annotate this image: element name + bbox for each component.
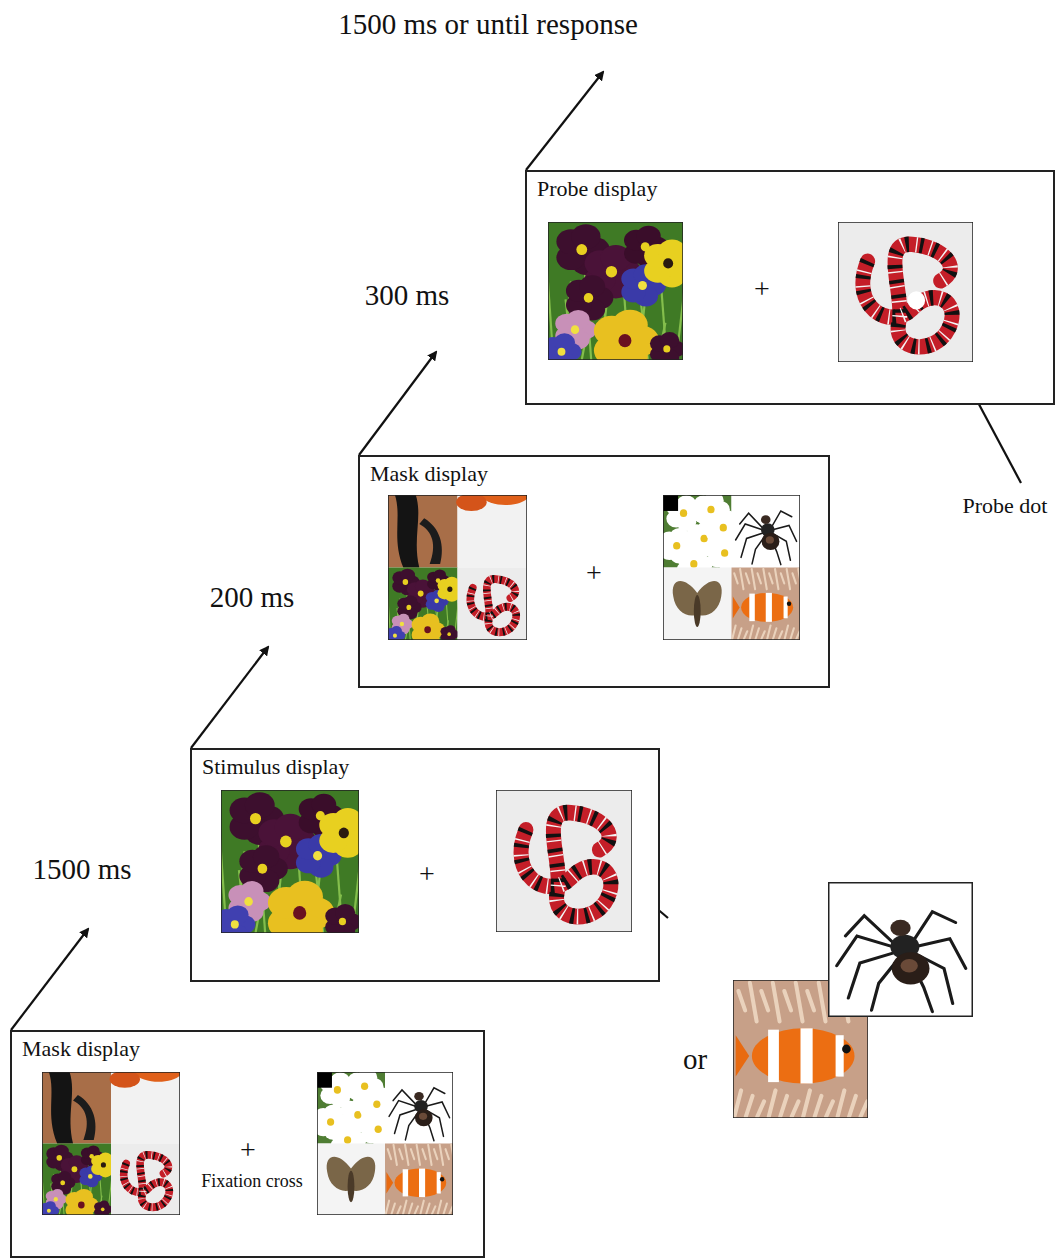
time-arrow (526, 72, 603, 170)
duration-label: 200 ms (210, 582, 295, 614)
spider-picture (828, 882, 973, 1017)
panel-title: Mask display (370, 462, 488, 486)
duration-label: 300 ms (365, 280, 450, 312)
fixation-cross: + (240, 1135, 256, 1166)
pansy-picture (548, 222, 683, 360)
mask2-picture (317, 1072, 453, 1215)
mask1-picture (388, 495, 527, 640)
display-panel: Probe display + (525, 170, 1055, 405)
fixation-label: Fixation cross (201, 1172, 303, 1192)
callout-label: Probe dot (963, 494, 1048, 518)
mask2-picture (663, 495, 800, 640)
panel-title: Probe display (537, 177, 657, 201)
display-panel: Mask display + (358, 455, 830, 688)
time-arrow (11, 929, 88, 1030)
snakeDot-picture (838, 222, 973, 362)
fixation-cross: + (419, 859, 435, 890)
panel-title: Stimulus display (202, 755, 349, 779)
display-panel: Mask display + Fixation cross (10, 1030, 485, 1258)
fixation-cross: + (586, 558, 602, 589)
pansy-picture (221, 790, 359, 933)
time-arrow (359, 352, 436, 455)
snake-picture (496, 790, 632, 932)
panel-title: Mask display (22, 1037, 140, 1061)
time-arrow (191, 647, 268, 748)
display-panel: Stimulus display + (190, 748, 660, 982)
duration-label: 1500 ms or until response (338, 9, 638, 41)
mask1-picture (42, 1072, 180, 1215)
fixation-cross: + (754, 274, 770, 305)
duration-label: 1500 ms (32, 854, 131, 886)
connective-label: or (683, 1044, 707, 1076)
